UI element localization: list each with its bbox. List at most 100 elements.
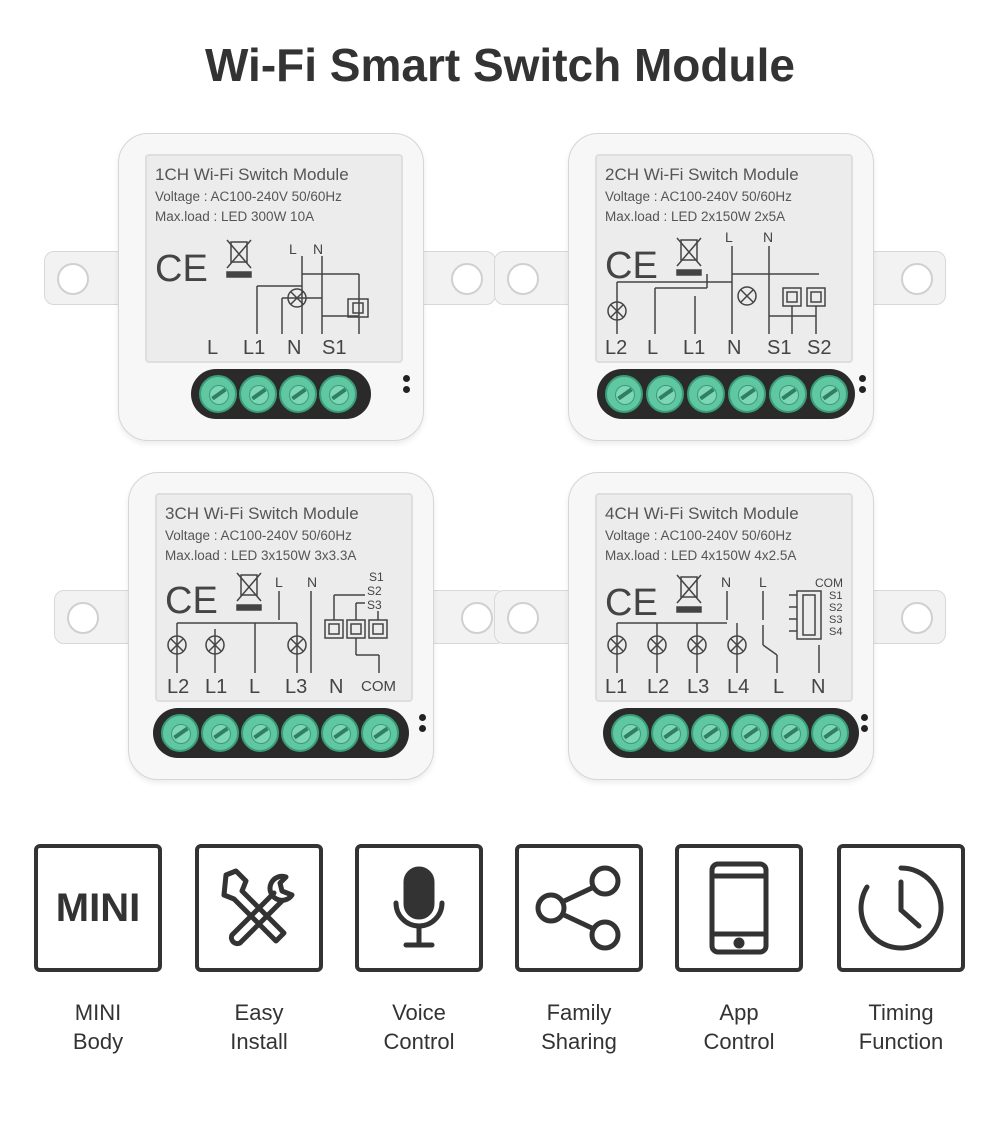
terminal-screw — [239, 375, 277, 413]
bottom-label: L — [207, 337, 218, 359]
module-name: 4CH Wi-Fi Switch Module — [605, 504, 799, 523]
feature-timing-function: Timing Function — [835, 844, 967, 1056]
feature-caption-line1: App — [719, 1000, 759, 1025]
circuit-lines — [256, 256, 369, 334]
feature-easy-install: Easy Install — [193, 844, 325, 1056]
smartphone-icon — [675, 844, 803, 972]
mounting-ear-right — [864, 251, 946, 305]
circuit-lines — [607, 590, 822, 673]
module-body: 4CH Wi-Fi Switch Module Voltage : AC100-… — [568, 472, 874, 780]
wiring-diagram: CE N L COM S1 S2 S3 S4 — [605, 574, 843, 698]
mounting-ear-left — [54, 590, 136, 644]
terminal-screw — [810, 375, 848, 413]
bottom-label: L2 — [605, 337, 627, 359]
bottom-label: L4 — [727, 676, 749, 698]
feature-app-control: App Control — [673, 844, 805, 1056]
ce-mark-icon: CE — [605, 245, 658, 287]
feature-caption-line1: Easy — [234, 1000, 284, 1025]
feature-caption-line2: Body — [72, 1029, 124, 1054]
terminal-screw — [281, 714, 319, 752]
bottom-label: S1 — [322, 337, 346, 359]
terminal-screw — [319, 375, 357, 413]
top-label-l: L — [275, 574, 283, 590]
module-2ch: 2CH Wi-Fi Switch Module Voltage : AC100-… — [494, 133, 946, 453]
share-icon — [515, 844, 643, 972]
module-label: 2CH Wi-Fi Switch Module Voltage : AC100-… — [595, 154, 853, 363]
bottom-label: S2 — [807, 337, 831, 359]
tools-icon — [195, 844, 323, 972]
side-label: S3 — [367, 598, 382, 612]
bottom-label: L — [647, 337, 658, 359]
indicator-dots — [859, 375, 867, 397]
side-label: COM — [815, 576, 843, 590]
module-maxload: Max.load : LED 3x150W 3x3.3A — [165, 548, 357, 563]
terminal-screw — [611, 714, 649, 752]
wiring-diagram: CE L N L L1 N S1 — [155, 239, 369, 359]
feature-mini-body: MINI MINI Body — [32, 844, 164, 1056]
bottom-label: L1 — [243, 337, 265, 359]
bottom-label: S1 — [767, 337, 791, 359]
feature-caption-line1: MINI — [74, 1000, 122, 1025]
terminal-screw — [201, 714, 239, 752]
screw-hole — [507, 263, 539, 295]
clock-icon — [837, 844, 965, 972]
feature-caption: MINI Body — [32, 998, 164, 1056]
mounting-ear-left — [494, 251, 576, 305]
page-title: Wi-Fi Smart Switch Module — [205, 39, 795, 91]
module-label: 1CH Wi-Fi Switch Module Voltage : AC100-… — [145, 154, 403, 363]
microphone-icon — [355, 844, 483, 972]
module-name: 2CH Wi-Fi Switch Module — [605, 165, 799, 184]
top-label-l: L — [289, 241, 297, 257]
bottom-label: L3 — [285, 676, 307, 698]
feature-caption: Family Sharing — [513, 998, 645, 1056]
feature-caption-line1: Voice — [392, 1000, 446, 1025]
top-label-l: L — [725, 229, 733, 245]
screw-hole — [461, 602, 493, 634]
module-1ch: 1CH Wi-Fi Switch Module Voltage : AC100-… — [44, 133, 496, 453]
terminal-screw — [771, 714, 809, 752]
feature-caption-line2: Control — [703, 1029, 775, 1054]
module-body: 2CH Wi-Fi Switch Module Voltage : AC100-… — [568, 133, 874, 441]
indicator-dots — [419, 714, 427, 736]
side-label: S1 — [829, 590, 842, 602]
module-3ch: 3CH Wi-Fi Switch Module Voltage : AC100-… — [54, 472, 506, 792]
feature-caption-line2: Function — [858, 1029, 944, 1054]
terminal-screw — [651, 714, 689, 752]
feature-voice-control: Voice Control — [353, 844, 485, 1056]
module-4ch: 4CH Wi-Fi Switch Module Voltage : AC100-… — [494, 472, 946, 792]
bottom-label: L3 — [687, 676, 709, 698]
module-maxload: Max.load : LED 4x150W 4x2.5A — [605, 548, 797, 563]
bottom-label: N — [811, 676, 825, 698]
terminal-screw — [605, 375, 643, 413]
feature-caption-line2: Install — [230, 1029, 288, 1054]
mounting-ear-left — [44, 251, 126, 305]
terminal-block — [153, 708, 409, 758]
weee-bin-icon — [676, 574, 702, 613]
bottom-label: L2 — [167, 676, 189, 698]
screw-hole — [901, 263, 933, 295]
circuit-lines — [167, 591, 388, 673]
side-label: S1 — [369, 570, 384, 584]
feature-caption: Voice Control — [353, 998, 485, 1056]
bottom-label: COM — [361, 678, 396, 695]
bottom-label: L — [249, 676, 260, 698]
feature-caption-line1: Timing — [868, 1000, 934, 1025]
module-name: 3CH Wi-Fi Switch Module — [165, 504, 359, 523]
bottom-label: L2 — [647, 676, 669, 698]
module-name: 1CH Wi-Fi Switch Module — [155, 165, 349, 184]
top-label-l: L — [759, 574, 767, 590]
module-body: 3CH Wi-Fi Switch Module Voltage : AC100-… — [128, 472, 434, 780]
weee-bin-icon — [226, 239, 252, 278]
side-label: S4 — [829, 626, 842, 638]
module-voltage: Voltage : AC100-240V 50/60Hz — [605, 528, 792, 543]
terminal-screw — [731, 714, 769, 752]
weee-bin-icon — [676, 237, 702, 276]
terminal-screw — [361, 714, 399, 752]
screw-hole — [507, 602, 539, 634]
wiring-diagram: CE L N — [605, 229, 831, 359]
bottom-label: L1 — [683, 337, 705, 359]
side-label: S2 — [829, 602, 842, 614]
bottom-label: L — [773, 676, 784, 698]
mounting-ear-left — [494, 590, 576, 644]
terminal-screw — [199, 375, 237, 413]
